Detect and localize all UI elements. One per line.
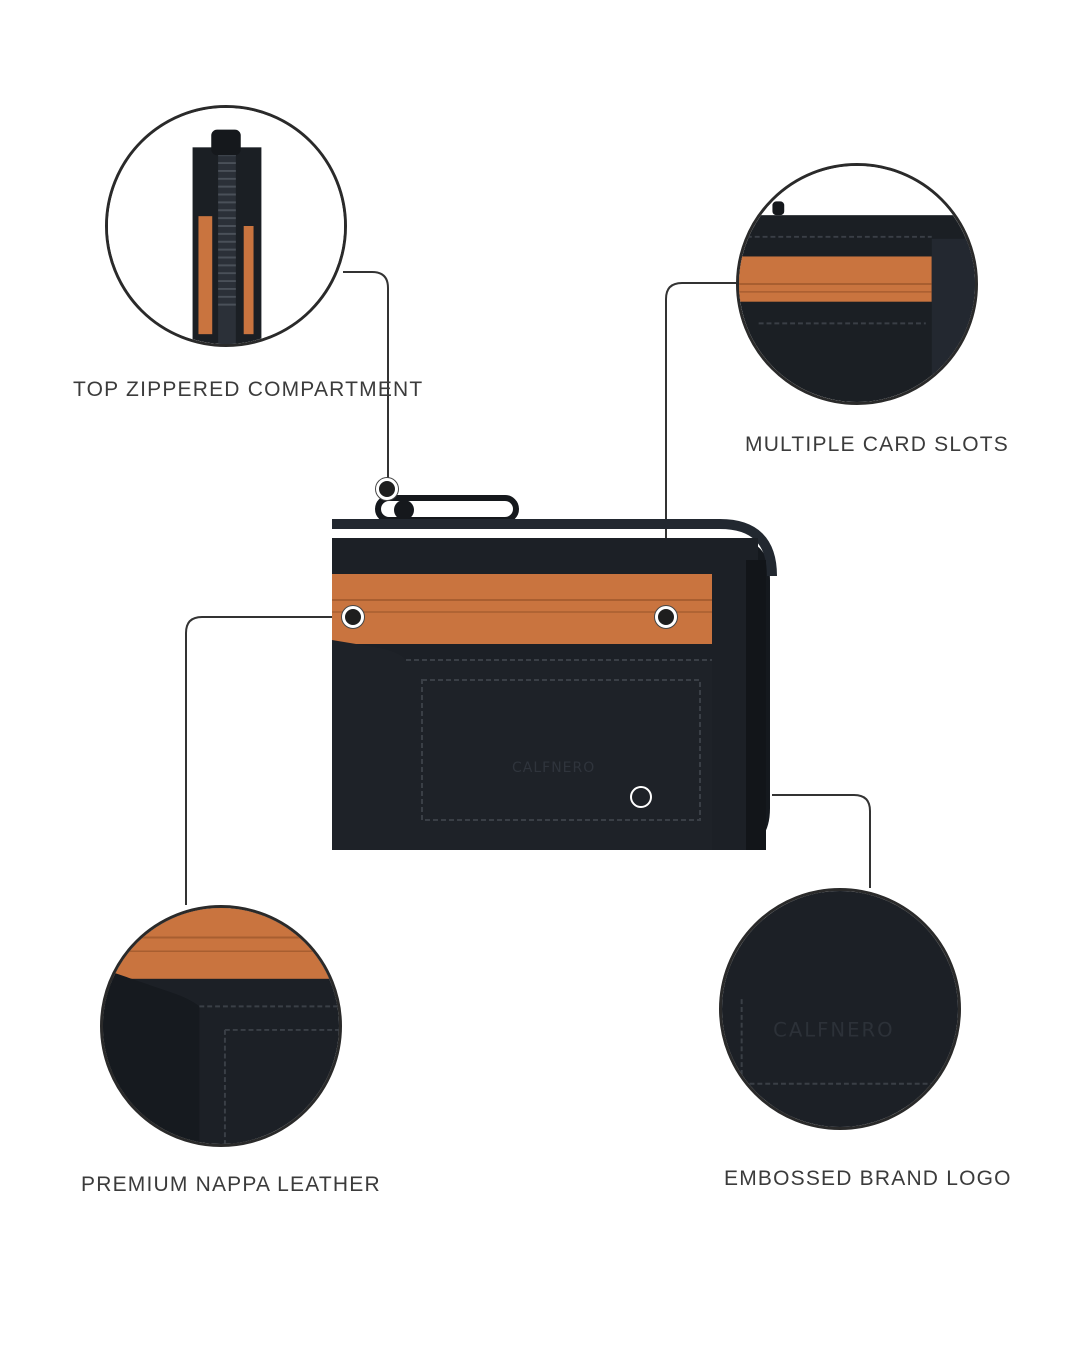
zoom-brand-logo: CALFNERO <box>719 888 961 1130</box>
hotspot-top-zipper[interactable] <box>376 478 398 500</box>
label-card-slots: MULTIPLE CARD SLOTS <box>745 433 1009 456</box>
zoom-top-zipper <box>105 105 347 347</box>
label-nappa-leather: PREMIUM NAPPA LEATHER <box>81 1173 381 1196</box>
brand-logo-emboss: CALFNERO <box>512 760 595 776</box>
hotspot-nappa-leather[interactable] <box>342 606 364 628</box>
wallet-product-image: CALFNERO <box>320 478 790 860</box>
brand-logo-zoom-text: CALFNERO <box>773 1019 894 1042</box>
zoom-nappa-leather <box>100 905 342 1147</box>
hotspot-card-slots[interactable] <box>655 606 677 628</box>
label-top-zipper: TOP ZIPPERED COMPARTMENT <box>73 378 424 401</box>
hotspot-brand-logo[interactable] <box>630 786 652 808</box>
zoom-card-slots <box>736 163 978 405</box>
label-brand-logo: EMBOSSED BRAND LOGO <box>724 1167 1012 1190</box>
